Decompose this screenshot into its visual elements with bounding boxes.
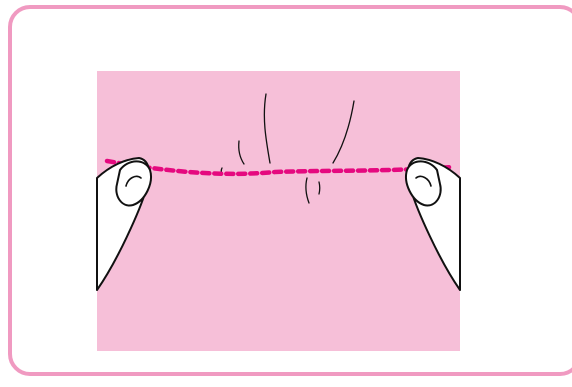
fabric-panel <box>97 71 460 351</box>
pucker-line <box>319 182 320 194</box>
